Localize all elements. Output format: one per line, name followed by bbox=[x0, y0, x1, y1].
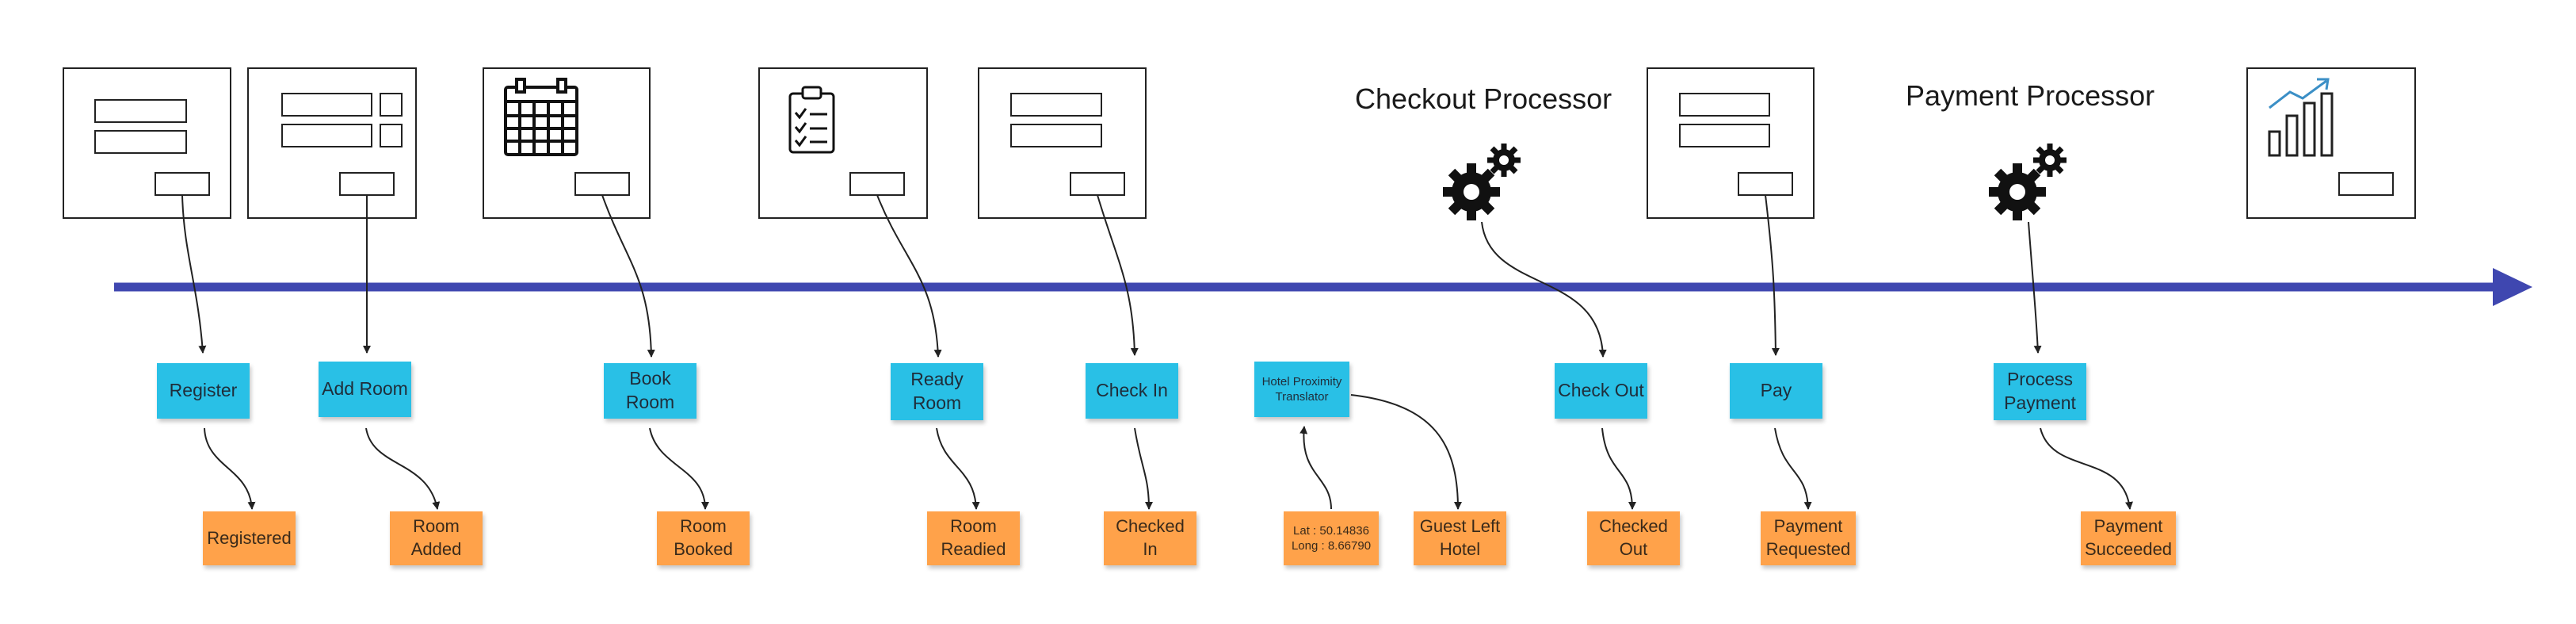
pay-command: Pay bbox=[1730, 363, 1822, 419]
pay-screen-mockup bbox=[1647, 67, 1815, 219]
checkout-processor-heading: Checkout Processor bbox=[1355, 82, 1612, 115]
add-room-command: Add Room bbox=[319, 362, 411, 417]
ready-room-command: Ready Room bbox=[891, 363, 983, 420]
checkout-gears-icon bbox=[1443, 144, 1521, 220]
register-screen-mockup bbox=[63, 67, 231, 219]
check-in-command: Check In bbox=[1086, 363, 1178, 419]
dashboard-screen-mockup bbox=[2246, 67, 2416, 219]
room-added-event: Room Added bbox=[390, 511, 483, 565]
bar-chart-icon bbox=[2268, 78, 2334, 157]
register-command: Register bbox=[157, 363, 250, 419]
check-in-screen-mockup bbox=[978, 67, 1147, 219]
room-booked-event: Room Booked bbox=[657, 511, 750, 565]
payment-succeeded-event: Payment Succeeded bbox=[2081, 511, 2176, 565]
checked-out-event: Checked Out bbox=[1587, 511, 1680, 565]
payment-requested-event: Payment Requested bbox=[1761, 511, 1856, 565]
timeline-arrow bbox=[114, 268, 2532, 306]
ready-room-screen-mockup bbox=[758, 67, 928, 219]
checked-in-event: Checked In bbox=[1104, 511, 1196, 565]
clipboard-checklist-icon bbox=[788, 86, 835, 154]
payment-processor-heading: Payment Processor bbox=[1906, 79, 2155, 112]
guest-left-hotel-event: Guest Left Hotel bbox=[1414, 511, 1506, 565]
book-room-command: Book Room bbox=[604, 363, 696, 419]
registered-event: Registered bbox=[203, 511, 296, 565]
payment-gears-icon bbox=[1989, 144, 2067, 220]
connectors bbox=[181, 194, 2133, 510]
book-room-screen-mockup bbox=[483, 67, 651, 219]
process-payment-command: Process Payment bbox=[1994, 363, 2086, 420]
calendar-icon bbox=[504, 78, 578, 156]
location-event: Lat : 50.14836 Long : 8.66790 bbox=[1284, 511, 1379, 565]
check-out-command: Check Out bbox=[1555, 363, 1647, 419]
room-readied-event: Room Readied bbox=[927, 511, 1020, 565]
add-room-screen-mockup bbox=[247, 67, 417, 219]
hotel-proximity-translator-command: Hotel Proximity Translator bbox=[1254, 362, 1349, 417]
